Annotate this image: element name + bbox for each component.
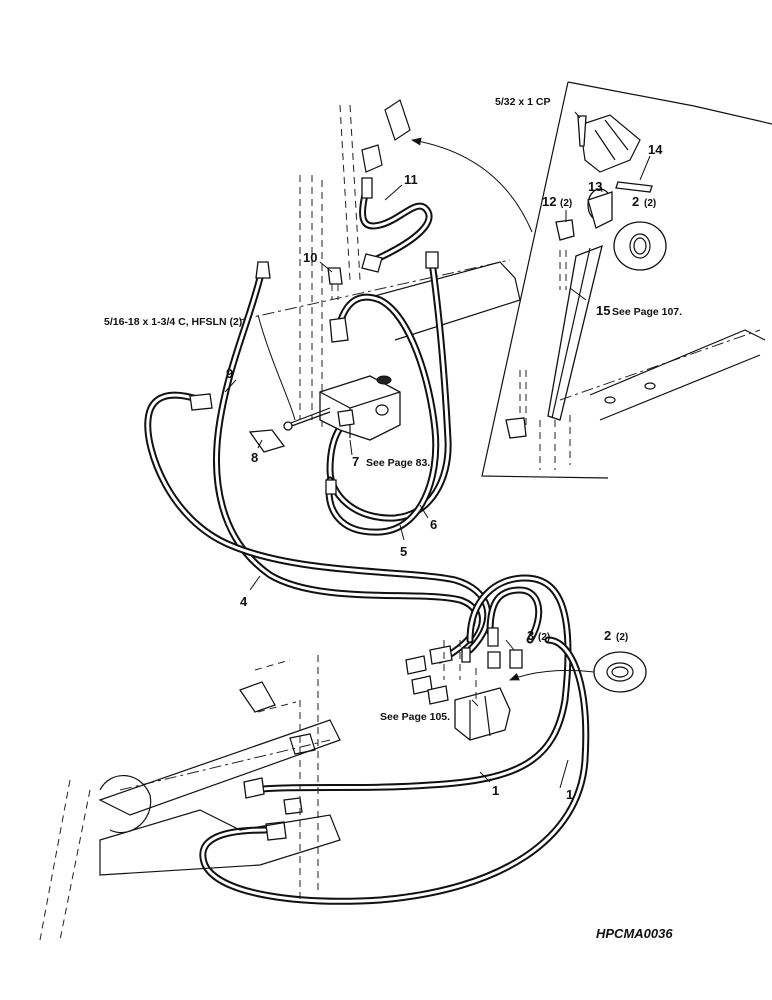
hose-1a: [246, 574, 572, 794]
elbow-fitting-12: [555, 219, 575, 241]
callout-15-ref: See Page 107.: [612, 306, 682, 318]
callout-12: 12: [542, 194, 556, 209]
callout-7-ref: See Page 83.: [366, 457, 430, 469]
cylinder-inset-panel: [481, 81, 772, 479]
cotter-pin-note: 5/32 x 1 CP: [495, 96, 550, 108]
lower-frame-outline: [39, 655, 341, 941]
callout-5: 5: [400, 544, 407, 559]
hose-1b: [199, 636, 590, 905]
bolt: [285, 407, 331, 429]
callout-7: 7: [352, 454, 359, 469]
callout-2-bottom-qty: (2): [616, 632, 628, 643]
leader-lines: [224, 111, 651, 789]
cotter-pin: [577, 115, 587, 147]
callout-8: 8: [251, 450, 258, 465]
callout-6: 6: [430, 517, 437, 532]
callout-1b: 1: [566, 787, 573, 802]
elbow-fitting-8: [248, 429, 286, 453]
fittings: [189, 177, 647, 841]
callout-3: 3: [527, 628, 534, 643]
o-ring-detail-bottom: [593, 651, 647, 693]
upper-boom-outline: [239, 99, 521, 430]
labels: 5/32 x 1 CP 14 13 12 (2) 2 (2) 15 See Pa…: [104, 96, 682, 941]
callout-3-qty: (2): [538, 632, 550, 643]
pin-14: [615, 181, 653, 193]
callout-2-bottom: 2: [604, 628, 611, 643]
drawing-code: HPCMA0036: [596, 926, 673, 941]
callout-10: 10: [303, 250, 317, 265]
valve-ref-note: See Page 105.: [380, 711, 450, 723]
o-ring-detail-top: [613, 221, 667, 271]
callout-1a: 1: [492, 783, 499, 798]
lower-valve: [454, 687, 511, 741]
detail-arrow-top: [411, 137, 533, 233]
callout-9: 9: [226, 366, 233, 381]
callout-4: 4: [240, 594, 248, 609]
callout-15: 15: [596, 303, 610, 318]
bolt-spec-note: 5/16-18 x 1-3/4 C, HFSLN (2): [104, 316, 242, 328]
callout-11: 11: [404, 172, 418, 187]
hoses: [144, 186, 590, 905]
callout-2-top: 2: [632, 194, 639, 209]
detail-arrow-bottom: [509, 669, 595, 681]
callout-13: 13: [588, 179, 602, 194]
callout-2-top-qty: (2): [644, 198, 656, 209]
fitting-3: [509, 649, 523, 669]
callout-14: 14: [648, 142, 663, 157]
callout-12-qty: (2): [560, 198, 572, 209]
